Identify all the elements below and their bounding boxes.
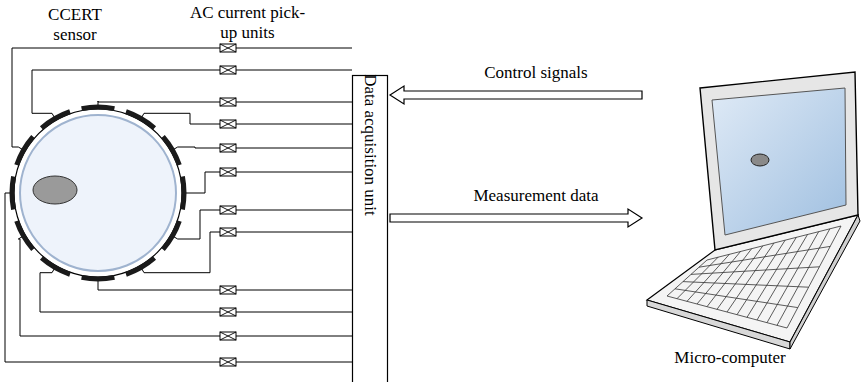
electrode xyxy=(182,177,184,210)
ccert-sensor-outline xyxy=(14,109,182,277)
keyboard xyxy=(667,226,841,328)
node-label: Micro-computer xyxy=(645,348,815,368)
part-name: AC current pick-up units xyxy=(185,3,310,42)
electrode xyxy=(42,112,70,128)
electrode xyxy=(12,177,14,210)
electrode xyxy=(126,112,154,128)
pickup-unit xyxy=(220,144,236,152)
electrode xyxy=(82,277,115,279)
pickup-unit xyxy=(220,286,236,294)
micro-computer-outline xyxy=(645,60,865,378)
signal-wire xyxy=(141,113,352,128)
electrode xyxy=(82,107,115,109)
signal-wire xyxy=(184,168,352,193)
pickup-unit xyxy=(220,120,236,128)
signal-wire xyxy=(173,206,353,239)
electrode xyxy=(163,137,179,165)
pickup-unit xyxy=(220,66,236,74)
signal-wire xyxy=(98,279,352,294)
signal-wire xyxy=(173,144,353,152)
electrode xyxy=(17,221,33,249)
signal-wire xyxy=(98,98,352,107)
electrode xyxy=(42,258,70,274)
electrode xyxy=(163,221,179,249)
pickup-unit xyxy=(220,332,236,340)
pickup-unit xyxy=(220,308,236,316)
pickup-unit xyxy=(220,206,236,214)
pickup-unit xyxy=(220,228,236,236)
edge-label: Control signals xyxy=(484,63,587,83)
edge-label: Measurement data xyxy=(473,186,598,206)
data-arrow xyxy=(390,209,642,227)
node-label: Data acquisition unit xyxy=(360,74,380,216)
data-arrow xyxy=(390,86,642,104)
electrode xyxy=(17,137,33,165)
pickup-unit xyxy=(220,98,236,106)
pickup-unit xyxy=(220,358,236,366)
node-label: CCERT sensor xyxy=(30,5,120,44)
pickup-unit xyxy=(220,168,236,176)
acquisition-unit: Data acquisition unit xyxy=(352,75,388,382)
electrode xyxy=(126,258,154,274)
micro-computer: Micro-computer xyxy=(645,60,865,378)
ccert-sensor: CCERT sensor xyxy=(14,109,182,277)
pickup-unit xyxy=(220,44,236,52)
